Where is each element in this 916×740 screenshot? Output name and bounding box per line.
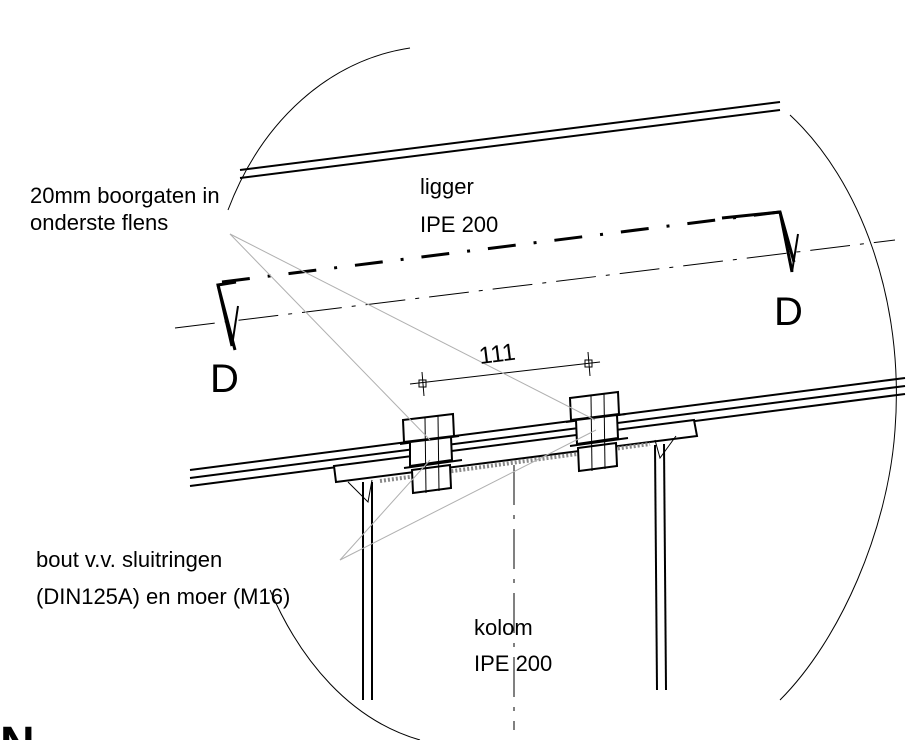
bolt-label-line1: bout v.v. sluitringen — [36, 547, 222, 572]
beam-top-flange — [239, 101, 781, 179]
column-label-line2: IPE 200 — [474, 651, 552, 676]
column-flanges — [362, 443, 667, 700]
dimension-111 — [409, 351, 601, 397]
end-plate — [332, 418, 699, 484]
beam-label-line1: ligger — [420, 174, 474, 199]
holes-label-line1: 20mm boorgaten in — [30, 183, 220, 208]
leader-lines — [229, 233, 597, 561]
holes-label-line2: onderste flens — [30, 210, 168, 235]
detail-circle — [227, 47, 897, 740]
section-line-d-d — [216, 210, 799, 351]
bolt-right — [565, 390, 629, 473]
beam-centerline — [174, 239, 896, 329]
bolt-left — [399, 412, 463, 495]
column-label-line1: kolom — [474, 615, 533, 640]
section-marker-left: D — [210, 357, 239, 401]
dimension-value: 111 — [477, 339, 517, 370]
beam-bottom-flange — [189, 377, 906, 487]
bolt-label-line2: (DIN125A) en moer (M16) — [36, 584, 290, 609]
corner-fragment-text: N — [0, 718, 35, 740]
beam-label-line2: IPE 200 — [420, 212, 498, 237]
section-marker-right: D — [774, 290, 803, 334]
